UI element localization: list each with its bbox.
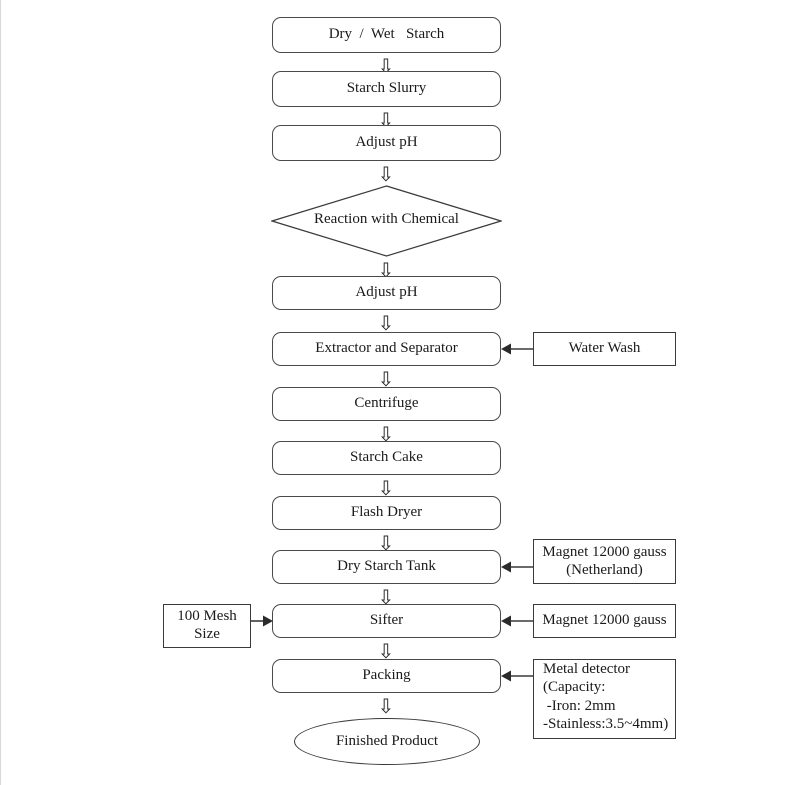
arrow-down-12: ⇩ (377, 694, 395, 718)
node-label: Adjust pH (355, 134, 418, 151)
arrow-left-icon (501, 343, 534, 355)
node-starch-cake[interactable]: Starch Cake (272, 441, 501, 475)
sidebox-label-line-4: -Stainless:3.5~4mm) (543, 715, 669, 732)
node-label: Adjust pH (355, 284, 418, 301)
node-label: Finished Product (335, 732, 439, 749)
node-extractor-and-separator[interactable]: Extractor and Separator (272, 332, 501, 366)
node-finished-product[interactable]: Finished Product (294, 718, 480, 765)
arrow-left-icon (501, 670, 534, 682)
connector-water-wash-to-extractor (500, 342, 534, 356)
node-reaction-with-chemical[interactable]: Reaction with Chemical (271, 185, 502, 257)
diamond-shape (271, 185, 502, 257)
node-label: Extractor and Separator (315, 340, 458, 357)
sidebox-label-line-1: Magnet 12000 gauss (542, 543, 667, 560)
node-label: Starch Cake (350, 449, 423, 466)
sidebox-label-line-1: 100 Mesh (177, 608, 237, 625)
node-adjust-ph-1[interactable]: Adjust pH (272, 125, 501, 161)
arrow-down-11: ⇩ (377, 639, 395, 663)
sidebox-magnet-plain[interactable]: Magnet 12000 gauss (533, 604, 676, 638)
arrow-down-8: ⇩ (377, 476, 395, 500)
sidebox-label-line-2: Size (194, 626, 220, 642)
node-centrifuge[interactable]: Centrifuge (272, 387, 501, 421)
node-starch-slurry[interactable]: Starch Slurry (272, 71, 501, 107)
sidebox-magnet-netherland[interactable]: Magnet 12000 gauss (Netherland) (533, 539, 676, 584)
sidebox-label: Water Wash (568, 340, 641, 357)
arrow-down-10: ⇩ (377, 585, 395, 609)
node-label: Centrifuge (354, 395, 419, 412)
node-packing[interactable]: Packing (272, 659, 501, 693)
connector-magnet-to-sifter (500, 614, 534, 628)
sidebox-label-line-2: (Capacity: (543, 679, 606, 696)
node-label: Flash Dryer (350, 504, 423, 521)
arrow-down-3: ⇩ (377, 162, 395, 186)
arrow-down-6: ⇩ (377, 367, 395, 391)
sidebox-water-wash[interactable]: Water Wash (533, 332, 676, 366)
arrow-right-icon (250, 615, 273, 627)
connector-mesh-size-to-sifter (250, 614, 274, 628)
arrow-down-9: ⇩ (377, 531, 395, 555)
connector-magnet-netherland-to-tank (500, 560, 534, 574)
node-sifter[interactable]: Sifter (272, 604, 501, 638)
node-label: Packing (362, 667, 411, 684)
sidebox-mesh-size[interactable]: 100 Mesh Size (163, 604, 251, 648)
connector-metal-detector-to-packing (500, 669, 534, 683)
node-adjust-ph-2[interactable]: Adjust pH (272, 276, 501, 310)
arrow-down-7: ⇩ (377, 422, 395, 446)
node-label: Dry / Wet Starch (328, 26, 445, 43)
sidebox-label-line-1: Metal detector (543, 661, 631, 677)
sidebox-metal-detector[interactable]: Metal detector (Capacity: -Iron: 2mm -St… (533, 659, 676, 739)
arrow-down-5: ⇩ (377, 311, 395, 335)
node-label: Starch Slurry (346, 80, 427, 97)
arrow-down-4: ⇩ (377, 258, 395, 282)
arrow-left-icon (501, 615, 534, 627)
sidebox-label: Magnet 12000 gauss (542, 612, 667, 629)
node-dry-starch-tank[interactable]: Dry Starch Tank (272, 550, 501, 584)
page-left-edge (0, 0, 1, 785)
sidebox-label-line-3: -Iron: 2mm (543, 697, 616, 714)
node-flash-dryer[interactable]: Flash Dryer (272, 496, 501, 530)
node-label: Reaction with Chemical (314, 211, 459, 227)
arrow-left-icon (501, 561, 534, 573)
node-dry-wet-starch[interactable]: Dry / Wet Starch (272, 17, 501, 53)
node-label: Sifter (369, 612, 404, 629)
sidebox-label-line-2: (Netherland) (566, 561, 643, 578)
node-label: Dry Starch Tank (337, 558, 436, 575)
